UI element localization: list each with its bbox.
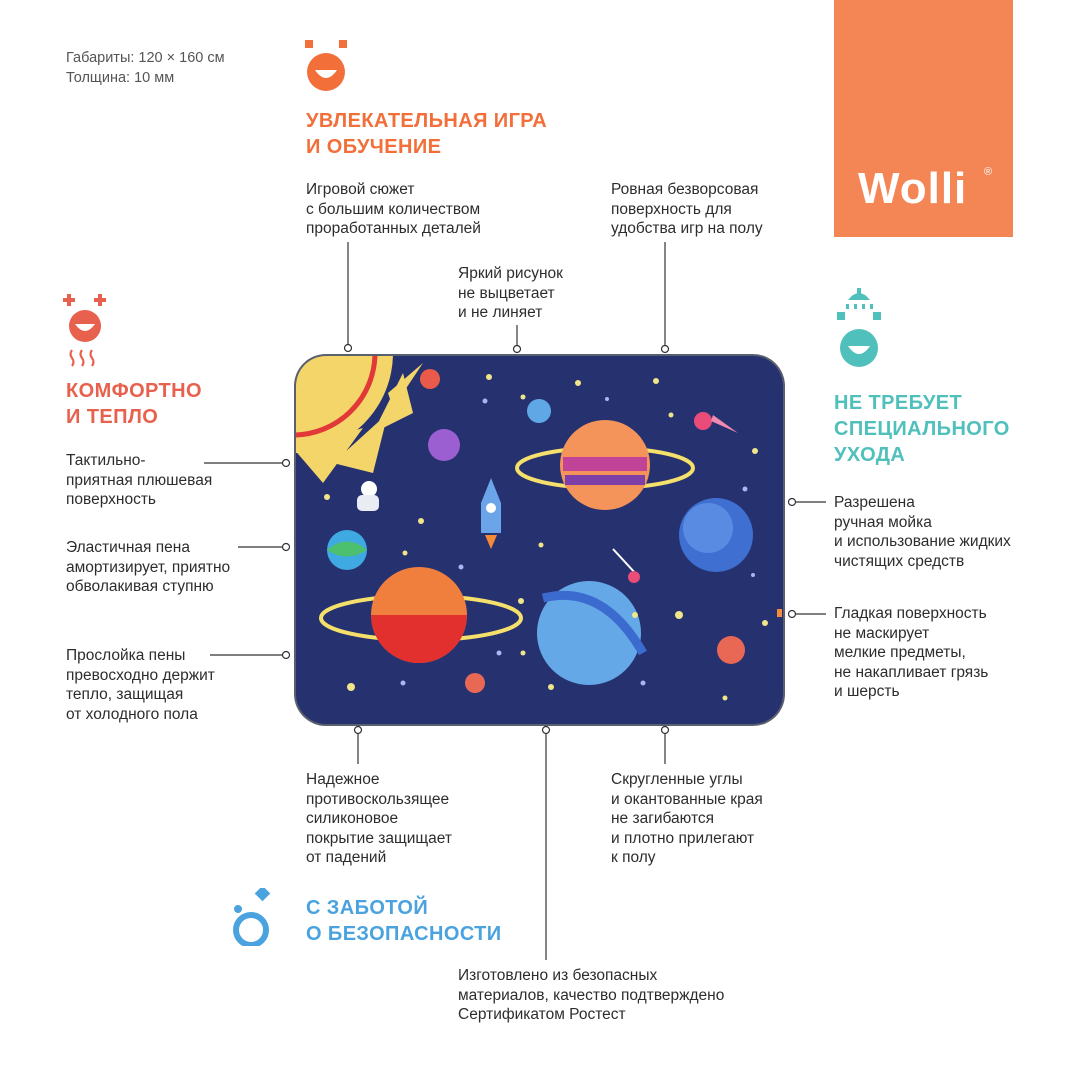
brand-logo: Wolli — [858, 164, 968, 213]
happy-face-icon — [305, 40, 347, 91]
callout-plot: Игровой сюжет с большим количеством прор… — [306, 181, 481, 238]
space-mat-image — [294, 354, 785, 726]
callout-plush: Тактильно- приятная плюшевая поверхность — [66, 452, 213, 509]
callout-surface: Ровная безворсовая поверхность для удобс… — [611, 181, 763, 238]
warm-face-icon — [63, 294, 106, 367]
comfort-section-title: КОМФОРТНО И ТЕПЛО — [66, 380, 202, 428]
callout-foam: Эластичная пена амортизирует, приятно об… — [66, 539, 231, 596]
safety-section-title: С ЗАБОТОЙ О БЕЗОПАСНОСТИ — [306, 897, 502, 945]
callout-smooth: Гладкая поверхность не маскирует мелкие … — [834, 605, 989, 701]
play-section-title: УВЛЕКАТЕЛЬНАЯ ИГРА И ОБУЧЕНИЕ — [306, 110, 548, 158]
callout-warm: Прослойка пены превосходно держит тепло,… — [66, 647, 215, 723]
dimensions-text: Габариты: 120 × 160 см — [66, 50, 225, 66]
callout-antislip: Надежное противоскользящее силиконовое п… — [306, 771, 452, 867]
callout-corners: Скругленные углы и окантованные края не … — [611, 771, 763, 867]
thickness-text: Толщина: 10 мм — [66, 70, 175, 86]
callout-bright: Яркий рисунок не выцветает и не линяет — [458, 265, 563, 322]
care-section-title: НЕ ТРЕБУЕТ СПЕЦИАЛЬНОГО УХОДА — [834, 392, 1010, 466]
specs: Габариты: 120 × 160 см Толщина: 10 мм — [66, 48, 225, 88]
shower-face-icon — [837, 288, 881, 367]
callout-wash: Разрешена ручная мойка и использование ж… — [834, 494, 1011, 570]
callout-materials: Изготовлено из безопасных материалов, ка… — [458, 967, 725, 1024]
brand-block: Wolli ® — [834, 0, 1013, 237]
registered-mark: ® — [984, 166, 994, 178]
safety-bubbles-icon — [233, 888, 271, 946]
